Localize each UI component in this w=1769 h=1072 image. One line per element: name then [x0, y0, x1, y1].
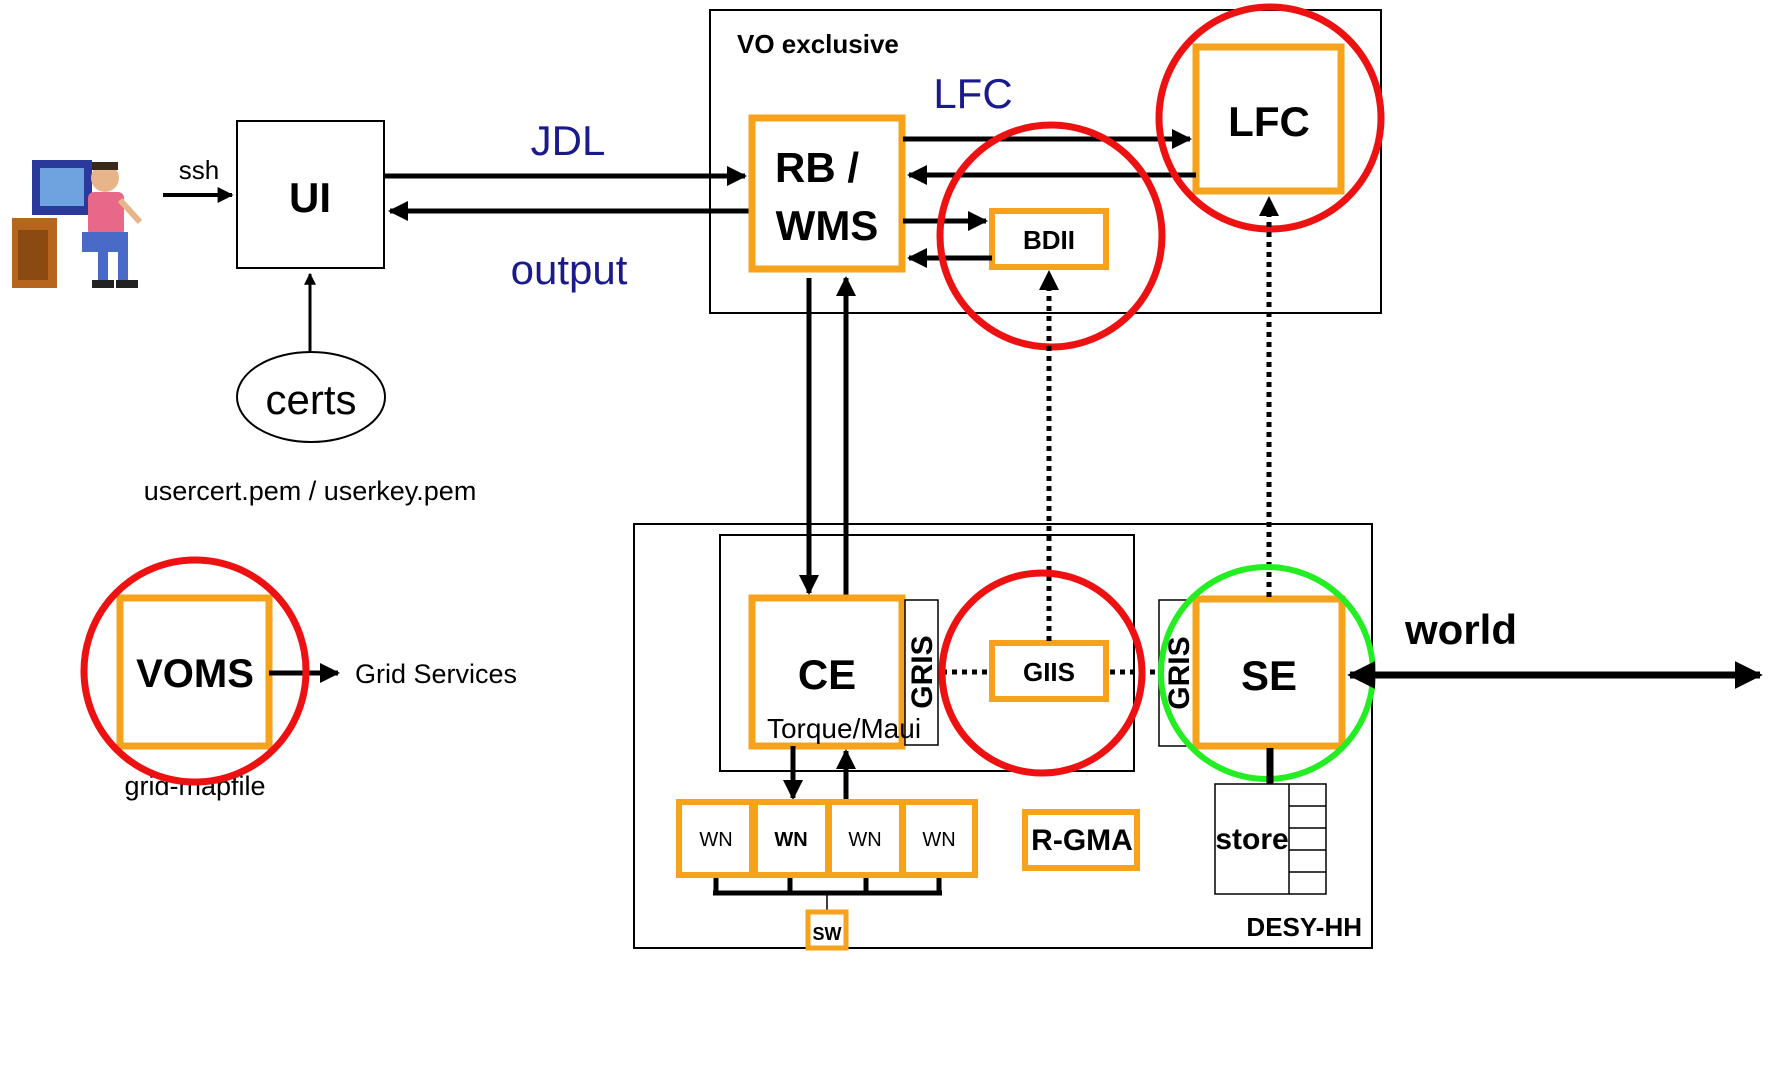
store-label: store — [1215, 823, 1288, 856]
wn-bus — [713, 878, 942, 896]
torque-label: Torque/Maui — [767, 713, 921, 744]
store-slots — [1288, 784, 1326, 894]
gris-ce-box — [904, 599, 939, 746]
se-box — [1192, 595, 1346, 750]
rb-wms-box — [748, 114, 906, 273]
rgma-label: R-GMA — [1031, 824, 1133, 857]
wn-box — [826, 799, 905, 878]
gris-ce-label: GRIS — [906, 635, 939, 708]
vo-exclusive-region — [709, 9, 1382, 314]
sw-box — [805, 909, 849, 951]
worker-nodes — [676, 799, 978, 878]
jdl-label: JDL — [531, 117, 606, 164]
rgma-box — [1022, 809, 1140, 871]
giis-label: GIIS — [1023, 657, 1075, 687]
wn-label: WN — [699, 829, 732, 851]
ui-label: UI — [289, 174, 331, 221]
lfc-highlight-circle — [1155, 3, 1385, 233]
giis-highlight-circle — [938, 569, 1146, 777]
ssh-label: ssh — [179, 155, 219, 185]
lfc-box — [1192, 43, 1345, 195]
bdii-label: BDII — [1023, 225, 1075, 255]
site-label: DESY-HH — [1246, 912, 1362, 942]
gridmapfile-label: grid-mapfile — [124, 771, 265, 801]
output-label: output — [511, 246, 628, 293]
certs-label: certs — [265, 376, 356, 423]
site-region — [633, 523, 1373, 949]
wn-label: WN — [922, 829, 955, 851]
lfc-arrow-label: LFC — [933, 70, 1012, 117]
lfc-box-label: LFC — [1228, 98, 1310, 145]
wn-label: WN — [774, 829, 807, 851]
giis-box — [989, 640, 1109, 702]
sw-label: SW — [813, 924, 842, 944]
voms-highlight-circle — [80, 556, 310, 786]
certs-ellipse — [236, 351, 386, 443]
gris-se-label: GRIS — [1163, 636, 1196, 709]
store-box — [1214, 783, 1327, 895]
ce-box — [748, 594, 906, 750]
rb-label-line2: WMS — [776, 202, 879, 249]
ce-label: CE — [798, 651, 856, 698]
user-at-computer-icon — [12, 158, 143, 288]
world-label: world — [1404, 606, 1517, 653]
wn-label: WN — [848, 829, 881, 851]
voms-label: VOMS — [136, 652, 254, 696]
se-label: SE — [1241, 652, 1297, 699]
wn-box — [752, 799, 831, 878]
ui-box — [236, 120, 385, 269]
grid-services-label: Grid Services — [355, 659, 517, 689]
ce-subregion — [719, 534, 1135, 772]
bdii-box — [989, 208, 1109, 270]
cert-files-label: usercert.pem / userkey.pem — [144, 476, 477, 506]
rb-label-line1: RB / — [775, 144, 859, 191]
vo-exclusive-label: VO exclusive — [737, 29, 899, 59]
wn-box — [900, 799, 978, 878]
